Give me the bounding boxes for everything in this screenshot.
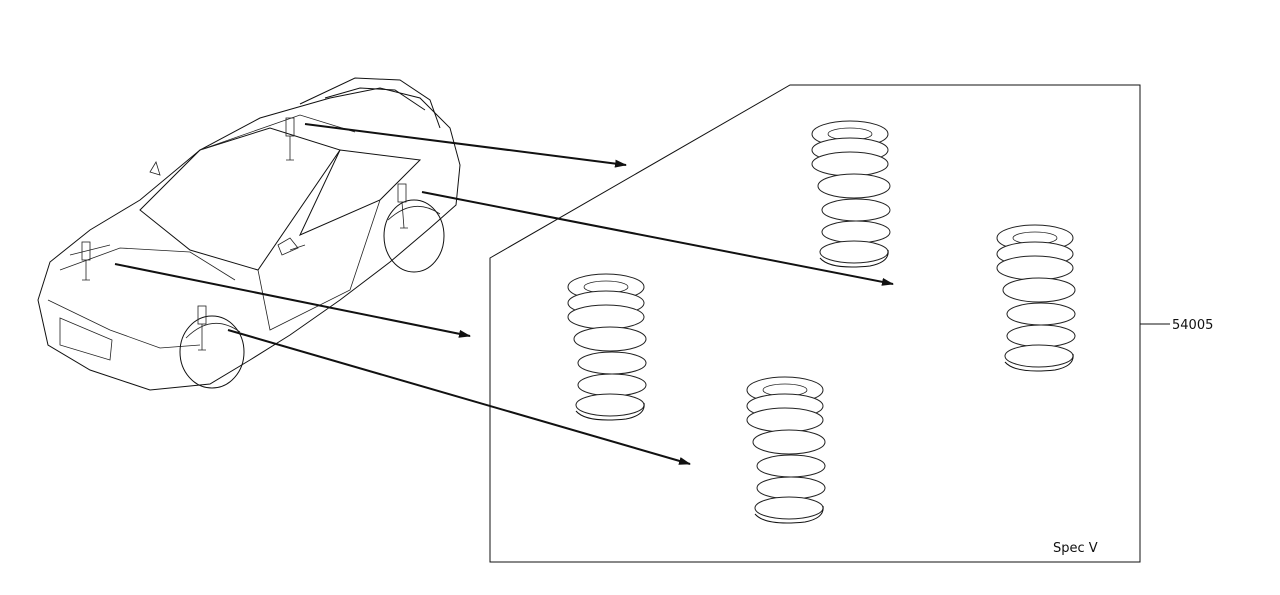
coil-spring-4 — [746, 376, 826, 524]
arrow-1 — [304, 123, 627, 168]
arrow-3 — [114, 263, 471, 338]
variant-label: Spec V — [1053, 541, 1098, 556]
coil-spring-2 — [996, 224, 1076, 372]
shock-rear-left-icon — [285, 117, 295, 161]
part-number-label[interactable]: 54005 — [1172, 318, 1213, 333]
arrows — [114, 123, 894, 465]
shock-front-left-icon — [81, 241, 91, 281]
shock-front-right-icon — [197, 305, 207, 351]
arrow-2 — [421, 191, 894, 286]
arrow-4 — [227, 329, 691, 465]
car-illustration — [37, 77, 461, 391]
coil-spring-3 — [567, 273, 647, 421]
shock-rear-right-icon — [397, 183, 408, 229]
coil-spring-1 — [811, 120, 891, 268]
